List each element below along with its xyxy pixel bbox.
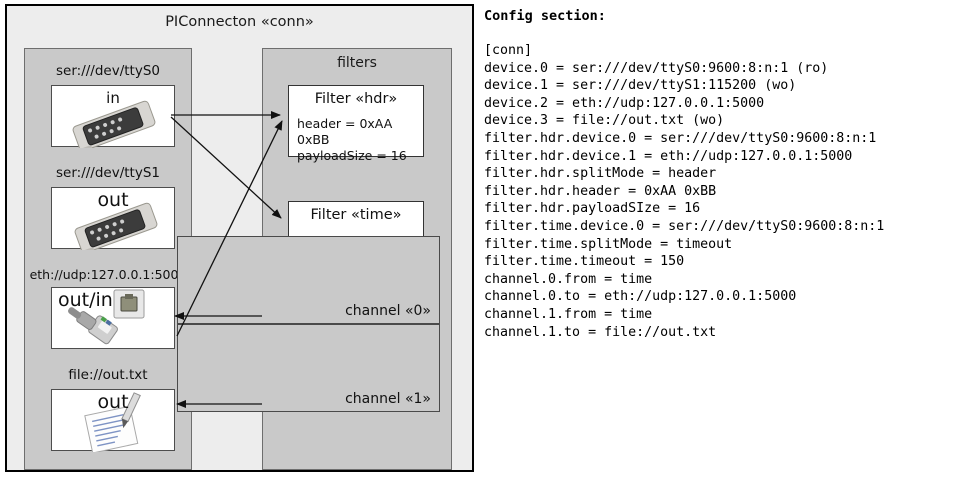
config-listing: [conn] device.0 = ser:///dev/ttyS0:9600:…: [484, 43, 885, 340]
filter-attr-header: header = 0xAA 0xBB: [297, 116, 393, 147]
device-port-in-ttys0: in: [106, 89, 120, 107]
device-label-eth: eth://udp:127.0.0.1:5000: [29, 267, 187, 282]
device-port-out-ttys1: out: [97, 189, 129, 211]
filter-title-hdr: Filter «hdr»: [314, 91, 398, 107]
ethernet-plug-icon: [68, 289, 145, 345]
device-label-file: file://out.txt: [68, 367, 148, 383]
device-label-ttys1: ser:///dev/ttyS1: [56, 165, 160, 181]
device-card-file[interactable]: out: [51, 389, 175, 452]
piconnecton-container: PIConnecton «conn» ser:///dev/ttyS0 in: [5, 4, 474, 472]
channel-label-1: channel «1»: [345, 391, 431, 407]
config-section: Config section: [conn] device.0 = ser://…: [484, 0, 964, 484]
device-label-ttys0: ser:///dev/ttyS0: [56, 63, 160, 79]
channel-box-1[interactable]: channel «1»: [177, 324, 440, 412]
devices-panel: ser:///dev/ttyS0 in: [24, 48, 192, 470]
filters-panel-title: filters: [337, 55, 377, 71]
channel-box-0[interactable]: channel «0»: [177, 236, 440, 324]
device-card-eth[interactable]: out/in: [51, 287, 175, 349]
device-card-ttys0[interactable]: in: [51, 85, 175, 148]
filter-title-time: Filter «time»: [310, 207, 402, 223]
device-port-out-file: out: [97, 391, 129, 413]
config-heading: Config section:: [484, 8, 606, 24]
serial-port-icon: [74, 202, 158, 250]
serial-port-icon: [72, 100, 156, 148]
filter-attr-payloadsize: payloadSize = 16: [297, 148, 407, 163]
diagram-title: PIConnecton «conn»: [165, 14, 314, 30]
device-card-ttys1[interactable]: out: [51, 187, 175, 250]
text-file-icon: [84, 392, 141, 452]
filter-card-hdr[interactable]: Filter «hdr» header = 0xAA 0xBB payloadS…: [288, 85, 424, 163]
filters-panel: filters Filter «hdr» header = 0xAA 0xBB …: [177, 48, 452, 470]
device-port-outin-eth: out/in: [58, 289, 113, 311]
channel-label-0: channel «0»: [345, 303, 431, 319]
